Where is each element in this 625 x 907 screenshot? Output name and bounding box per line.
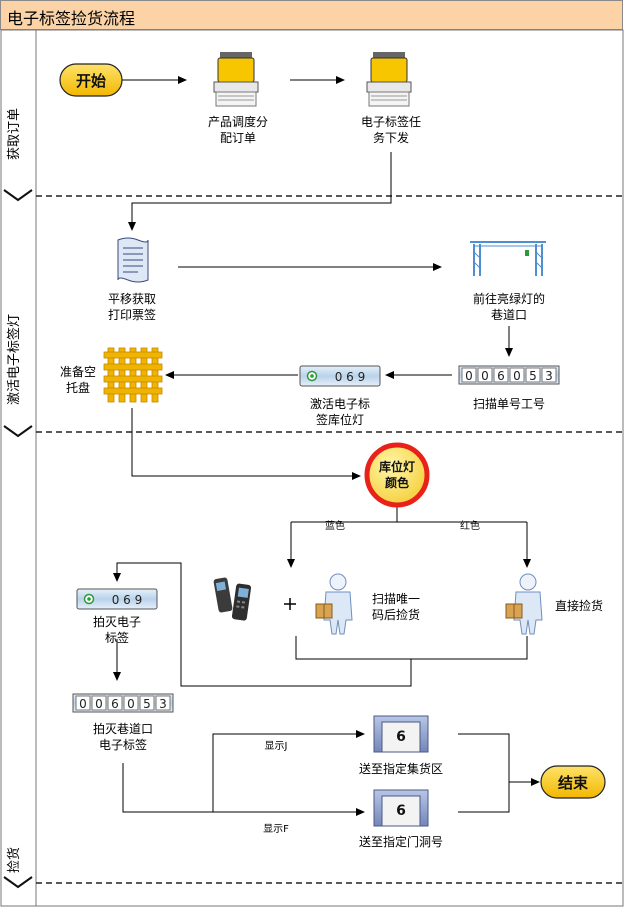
print-label-text-1: 平移获取	[108, 292, 156, 306]
swimlane-frame	[0, 29, 624, 907]
title-bar: 电子标签捡货流程	[0, 0, 623, 30]
scan-digit-2: 0	[481, 369, 489, 383]
off-digit-2: 0	[95, 697, 103, 711]
activate-light-label-2: 签库位灯	[316, 412, 364, 427]
product-dispatch-label-2: 配订单	[220, 131, 256, 145]
start-label: 开始	[76, 72, 106, 90]
worker-icon-direct	[505, 573, 543, 635]
handheld-scanner-icon	[213, 577, 252, 621]
task-dispatch-label-1: 电子标签任	[361, 114, 421, 129]
prepare-pallet-label-2: 托盘	[66, 380, 90, 395]
document-icon	[117, 237, 149, 283]
computer-icon-task	[366, 52, 412, 107]
turn-off-lane-label-1: 拍灭巷道口	[93, 721, 153, 736]
scan-digit-5: 5	[529, 369, 537, 383]
shelf-light-display-off: 0 6 9	[76, 588, 158, 610]
activate-shelf-code: 0 6 9	[335, 370, 366, 384]
scan-unique-label-1: 扫描唯一	[372, 592, 420, 606]
off-digit-1: 0	[79, 697, 87, 711]
scan-digit-6: 3	[545, 369, 553, 383]
start-terminal[interactable]: 开始	[59, 63, 123, 97]
task-dispatch-label-2: 务下发	[373, 130, 409, 145]
computer-icon-dispatch	[213, 52, 259, 107]
edge-label-red: 红色	[460, 519, 480, 532]
shelf-light-display-activate: 0 6 9	[299, 365, 381, 387]
print-label-text-2: 打印票签	[108, 307, 156, 322]
lane-label-get-order: 获取订单	[7, 108, 22, 160]
area-gate-number: 6	[396, 729, 406, 745]
plus-icon	[284, 598, 296, 610]
lane-gate-icon	[470, 241, 546, 276]
scan-digit-4: 0	[513, 369, 521, 383]
connectors	[113, 76, 540, 816]
light-color-label-1: 库位灯	[379, 459, 415, 474]
activate-light-label-1: 激活电子标	[310, 397, 370, 411]
lane-label-activate: 激活电子标签灯	[6, 314, 22, 405]
worker-icon-scan	[315, 573, 353, 635]
end-label: 结束	[558, 774, 589, 792]
lane-label-picking: 捡货	[6, 847, 22, 873]
edge-label-blue: 蓝色	[325, 519, 345, 532]
direct-pick-label: 直接捡货	[555, 598, 603, 613]
goto-lane-label-2: 巷道口	[491, 308, 527, 322]
turn-off-lane-label-2: 电子标签	[99, 737, 147, 752]
end-terminal[interactable]: 结束	[540, 765, 606, 799]
scan-digit-3: 6	[497, 369, 505, 383]
scan-number-label: 扫描单号工号	[473, 397, 545, 411]
pallet-icon	[103, 347, 163, 403]
off-digit-4: 0	[127, 697, 135, 711]
product-dispatch-label-1: 产品调度分	[208, 114, 268, 129]
edge-label-show-f: 显示F	[263, 823, 289, 835]
light-color-decision[interactable]: 库位灯 颜色	[364, 442, 430, 508]
lane-display-scan: 0 0 6 0 5 3	[458, 365, 560, 385]
door-gate-number: 6	[396, 803, 406, 819]
scan-digit-1: 0	[465, 369, 473, 383]
gate-icon-area: 6	[373, 715, 429, 753]
gate-icon-door: 6	[373, 789, 429, 827]
lane-display-off: 0 0 6 0 5 3	[72, 693, 174, 713]
turn-off-tag-label-1: 拍灭电子	[93, 614, 141, 629]
off-digit-3: 6	[111, 697, 119, 711]
turn-off-tag-label-2: 标签	[105, 630, 129, 645]
edge-label-show-j: 显示J	[265, 740, 288, 752]
off-digit-6: 3	[159, 697, 167, 711]
light-color-label-2: 颜色	[385, 475, 409, 490]
prepare-pallet-label-1: 准备空	[60, 365, 96, 379]
off-digit-5: 5	[143, 697, 151, 711]
to-area-label: 送至指定集货区	[359, 761, 443, 776]
off-shelf-code: 0 6 9	[112, 593, 143, 607]
to-door-label: 送至指定门洞号	[359, 834, 443, 849]
scan-unique-label-2: 码后捡货	[372, 607, 420, 622]
page-title: 电子标签捡货流程	[7, 9, 136, 28]
goto-lane-label-1: 前往亮绿灯的	[473, 291, 545, 306]
